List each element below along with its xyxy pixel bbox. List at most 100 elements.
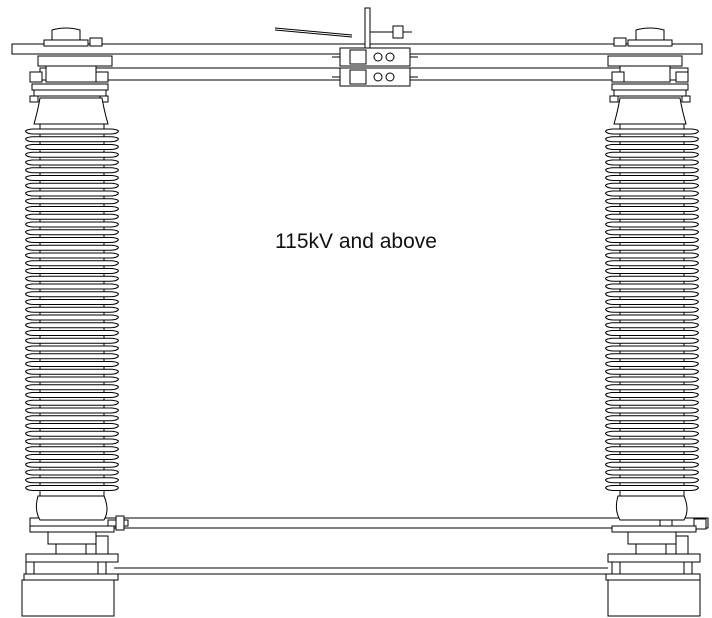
insulator-shed <box>25 151 119 158</box>
insulator-shed <box>25 268 119 274</box>
insulator-shed <box>25 376 119 383</box>
insulator-shed <box>25 361 119 367</box>
insulator-shed <box>605 430 699 437</box>
insulator-shed <box>605 337 699 344</box>
insulator-shed <box>605 252 699 259</box>
insulator-shed <box>25 182 119 189</box>
insulator-shed <box>25 229 119 236</box>
insulator-shed <box>605 368 699 375</box>
insulator-shed <box>605 275 699 282</box>
insulator-shed <box>605 144 699 150</box>
insulator-shed <box>605 159 699 166</box>
insulator-shed <box>25 485 119 491</box>
insulator-shed <box>605 423 699 429</box>
insulator-shed <box>25 392 119 398</box>
center-contact-assembly <box>274 7 418 87</box>
insulator-shed <box>605 415 699 422</box>
insulator-shed <box>25 306 119 313</box>
insulator-shed <box>25 260 119 267</box>
insulator-shed <box>605 306 699 313</box>
left-insulator-stack <box>25 123 119 497</box>
insulator-shed <box>25 299 119 305</box>
insulator-shed <box>605 353 699 360</box>
insulator-shed <box>605 345 699 352</box>
insulator-shed <box>25 167 119 174</box>
right-base-assembly <box>605 495 701 617</box>
insulator-shed <box>25 345 119 352</box>
insulator-shed <box>25 221 119 228</box>
insulator-shed <box>605 167 699 174</box>
insulator-shed <box>605 438 699 445</box>
insulator-shed <box>605 361 699 367</box>
voltage-rating-label: 115kV and above <box>275 230 437 253</box>
insulator-shed <box>605 198 699 205</box>
insulator-shed <box>605 392 699 398</box>
insulator-shed <box>605 175 699 181</box>
insulator-shed <box>25 206 119 212</box>
insulator-shed <box>605 213 699 220</box>
insulator-shed <box>25 198 119 205</box>
insulator-shed <box>25 322 119 329</box>
insulator-shed <box>25 430 119 437</box>
insulator-shed <box>25 384 119 391</box>
insulator-shed <box>25 144 119 150</box>
right-insulator-stack <box>605 123 699 497</box>
insulator-shed <box>25 314 119 321</box>
insulator-shed <box>605 399 699 406</box>
insulator-shed <box>25 283 119 290</box>
insulator-shed <box>605 221 699 228</box>
insulator-shed <box>605 454 699 460</box>
base-frame-channel <box>114 567 608 575</box>
insulator-shed <box>25 446 119 453</box>
insulator-shed <box>25 399 119 406</box>
insulator-shed <box>605 182 699 189</box>
insulator-shed <box>25 454 119 460</box>
insulator-shed <box>605 469 699 476</box>
insulator-shed <box>605 330 699 336</box>
right-top-cap <box>607 27 691 125</box>
insulator-shed <box>25 159 119 166</box>
insulator-shed <box>25 461 119 468</box>
insulator-shed <box>25 368 119 375</box>
insulator-shed <box>605 322 699 329</box>
insulator-shed <box>605 268 699 274</box>
insulator-shed <box>605 446 699 453</box>
insulator-shed <box>605 229 699 236</box>
insulator-shed <box>605 151 699 158</box>
insulator-shed <box>25 190 119 197</box>
left-base-assembly <box>21 495 119 617</box>
insulator-shed <box>605 260 699 267</box>
left-top-cap <box>29 27 113 125</box>
insulator-shed <box>605 477 699 484</box>
insulator-shed <box>25 213 119 220</box>
insulator-shed <box>605 291 699 298</box>
insulator-shed <box>605 206 699 212</box>
insulator-shed <box>605 244 699 251</box>
insulator-shed <box>25 337 119 344</box>
insulator-shed <box>605 128 699 135</box>
insulator-shed <box>605 283 699 290</box>
insulator-shed <box>605 376 699 383</box>
insulator-shed <box>605 384 699 391</box>
insulator-shed <box>605 461 699 468</box>
insulator-shed <box>25 275 119 282</box>
insulator-shed <box>25 407 119 414</box>
insulator-shed <box>605 299 699 305</box>
insulator-shed <box>605 407 699 414</box>
insulator-shed <box>25 415 119 422</box>
insulator-shed <box>25 136 119 143</box>
insulator-shed <box>605 485 699 491</box>
insulator-shed <box>25 237 119 243</box>
insulator-shed <box>605 190 699 197</box>
insulator-shed <box>25 423 119 429</box>
insulator-shed <box>25 477 119 484</box>
insulator-shed <box>25 291 119 298</box>
insulator-shed <box>605 136 699 143</box>
insulator-shed <box>25 330 119 336</box>
lower-operating-rod <box>29 515 709 533</box>
insulator-shed <box>25 244 119 251</box>
insulator-shed <box>605 237 699 243</box>
insulator-shed <box>25 353 119 360</box>
insulator-shed <box>25 438 119 445</box>
